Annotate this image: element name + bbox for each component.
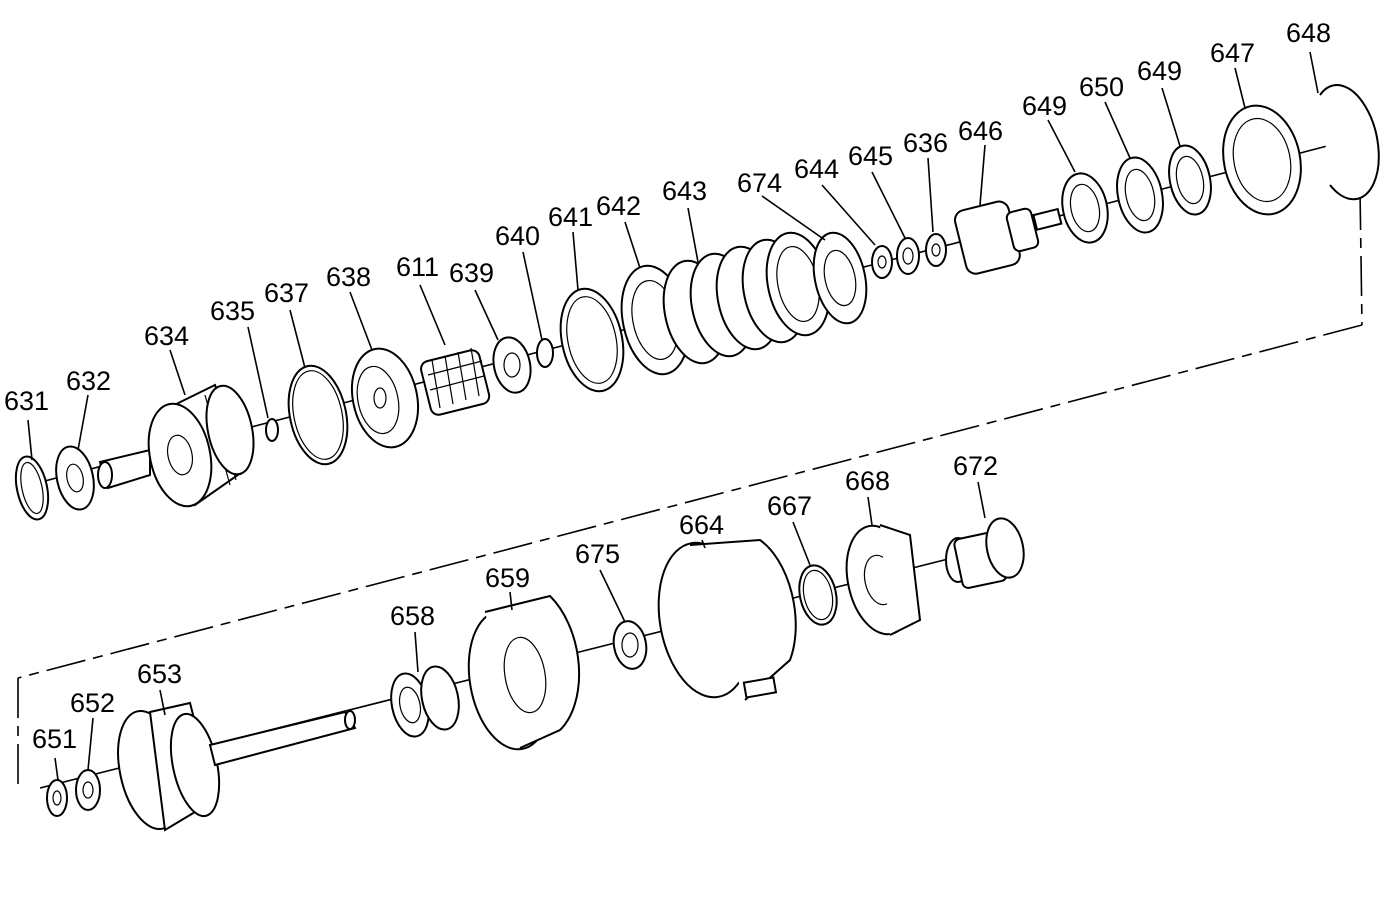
- part-631-snap-ring[interactable]: [11, 454, 54, 523]
- label-646: 646: [958, 116, 1003, 146]
- label-649-a: 649: [1022, 91, 1067, 121]
- part-653-planet-carrier[interactable]: [108, 701, 357, 835]
- part-650-bearing[interactable]: [1111, 153, 1170, 236]
- part-652-washer[interactable]: [75, 769, 101, 811]
- part-667-snap-ring[interactable]: [794, 562, 842, 628]
- label-664: 664: [679, 510, 724, 540]
- label-647: 647: [1210, 38, 1255, 68]
- part-632-thrust-washer[interactable]: [51, 443, 100, 513]
- label-636: 636: [903, 128, 948, 158]
- label-667: 667: [767, 491, 812, 521]
- label-674: 674: [737, 168, 782, 198]
- label-638: 638: [326, 262, 371, 292]
- part-647-ring-gear[interactable]: [1213, 98, 1310, 221]
- part-675-washer[interactable]: [610, 619, 650, 672]
- label-652: 652: [70, 688, 115, 718]
- part-646-sun-gear-hub[interactable]: [953, 199, 1063, 275]
- part-638-piston[interactable]: [343, 342, 426, 453]
- label-643: 643: [662, 176, 707, 206]
- part-636-washer[interactable]: [925, 233, 947, 267]
- label-658: 658: [390, 601, 435, 631]
- part-649-thrust-washer-b[interactable]: [1163, 142, 1217, 219]
- label-653: 653: [137, 659, 182, 689]
- part-634-output-shaft-drum[interactable]: [97, 381, 261, 512]
- label-649-b: 649: [1137, 56, 1182, 86]
- part-645-bearing[interactable]: [896, 237, 920, 275]
- part-639-retainer[interactable]: [489, 334, 536, 396]
- part-635-snap-ring[interactable]: [265, 418, 279, 442]
- label-641: 641: [548, 202, 593, 232]
- part-659-drum[interactable]: [458, 594, 581, 756]
- part-668-sprag-race[interactable]: [837, 520, 922, 641]
- part-611-spring-assembly[interactable]: [419, 347, 491, 416]
- part-637-seal-ring[interactable]: [280, 360, 356, 469]
- label-659: 659: [485, 563, 530, 593]
- part-labels: 631 632 634 635 637 638 611 639 640 641 …: [4, 18, 1331, 754]
- label-648: 648: [1286, 18, 1331, 48]
- part-648-snap-ring[interactable]: [1319, 84, 1380, 201]
- label-672: 672: [953, 451, 998, 481]
- label-644: 644: [794, 154, 839, 184]
- label-632: 632: [66, 366, 111, 396]
- part-674-pressure-plate[interactable]: [806, 228, 874, 328]
- part-643-clutch-pack[interactable]: [655, 227, 838, 369]
- label-631: 631: [4, 386, 49, 416]
- label-668: 668: [845, 466, 890, 496]
- part-664-band[interactable]: [647, 535, 797, 704]
- part-672-sun-gear[interactable]: [945, 515, 1029, 589]
- part-644-washer[interactable]: [871, 245, 893, 279]
- part-658-bearing[interactable]: [386, 663, 465, 740]
- label-645: 645: [848, 141, 893, 171]
- part-649-thrust-washer-a[interactable]: [1056, 169, 1114, 247]
- label-634: 634: [144, 321, 189, 351]
- label-642: 642: [596, 191, 641, 221]
- label-675: 675: [575, 539, 620, 569]
- label-635: 635: [210, 296, 255, 326]
- label-611: 611: [396, 252, 439, 282]
- label-651: 651: [32, 724, 77, 754]
- part-641-clutch-plate[interactable]: [552, 283, 632, 397]
- label-637: 637: [264, 278, 309, 308]
- label-639: 639: [449, 258, 494, 288]
- leader-lines: [27, 51, 1319, 781]
- label-640: 640: [495, 221, 540, 251]
- part-640-snap-ring[interactable]: [536, 338, 554, 368]
- part-651-bearing[interactable]: [46, 779, 68, 817]
- label-650: 650: [1079, 72, 1124, 102]
